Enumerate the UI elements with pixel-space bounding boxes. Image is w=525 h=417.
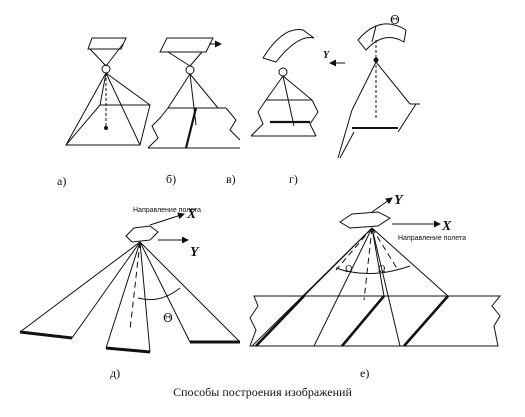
sensor-lens-v — [278, 67, 288, 77]
panel-e — [249, 197, 502, 347]
theta-label-g: Θ — [390, 13, 400, 27]
theta-label-d: Θ — [163, 311, 173, 325]
y-axis-label-e: Y — [394, 193, 404, 208]
x-axis-label-e: X — [441, 219, 452, 234]
label-v: в) — [226, 172, 236, 186]
panel-b — [147, 37, 241, 149]
flight-direction-label-d: Направление полета — [133, 207, 201, 214]
sensor-frame-a — [87, 37, 127, 50]
curved-scan-g — [357, 23, 407, 51]
figure-caption: Способы построения изображений — [173, 385, 352, 399]
label-b: б) — [166, 172, 176, 186]
panel-a — [64, 37, 151, 146]
ground-strip-e — [249, 295, 502, 347]
omega-left-label-e: Ω — [345, 265, 352, 275]
aircraft-e — [339, 211, 391, 229]
flight-direction-label-e: Направление полета — [398, 235, 466, 242]
aircraft-d — [125, 225, 159, 243]
label-d: д) — [110, 366, 120, 380]
sensor-lens-a — [101, 64, 111, 74]
y-axis-label-d: Y — [190, 245, 200, 260]
x-axis-label-d: X — [186, 207, 197, 222]
panel-v — [250, 29, 319, 137]
panel-g — [329, 23, 420, 159]
curved-scan-v — [262, 29, 315, 63]
sensor-lens-b — [185, 65, 195, 75]
label-e: е) — [360, 366, 369, 380]
y-axis-label-g: Y — [323, 50, 330, 61]
scan-mirror-b — [159, 37, 214, 53]
label-a: а) — [57, 174, 66, 188]
panel-d — [19, 212, 241, 354]
label-g: г) — [289, 172, 298, 186]
omega-right-label-e: Ω — [378, 265, 385, 275]
ground-area-a — [64, 104, 151, 146]
